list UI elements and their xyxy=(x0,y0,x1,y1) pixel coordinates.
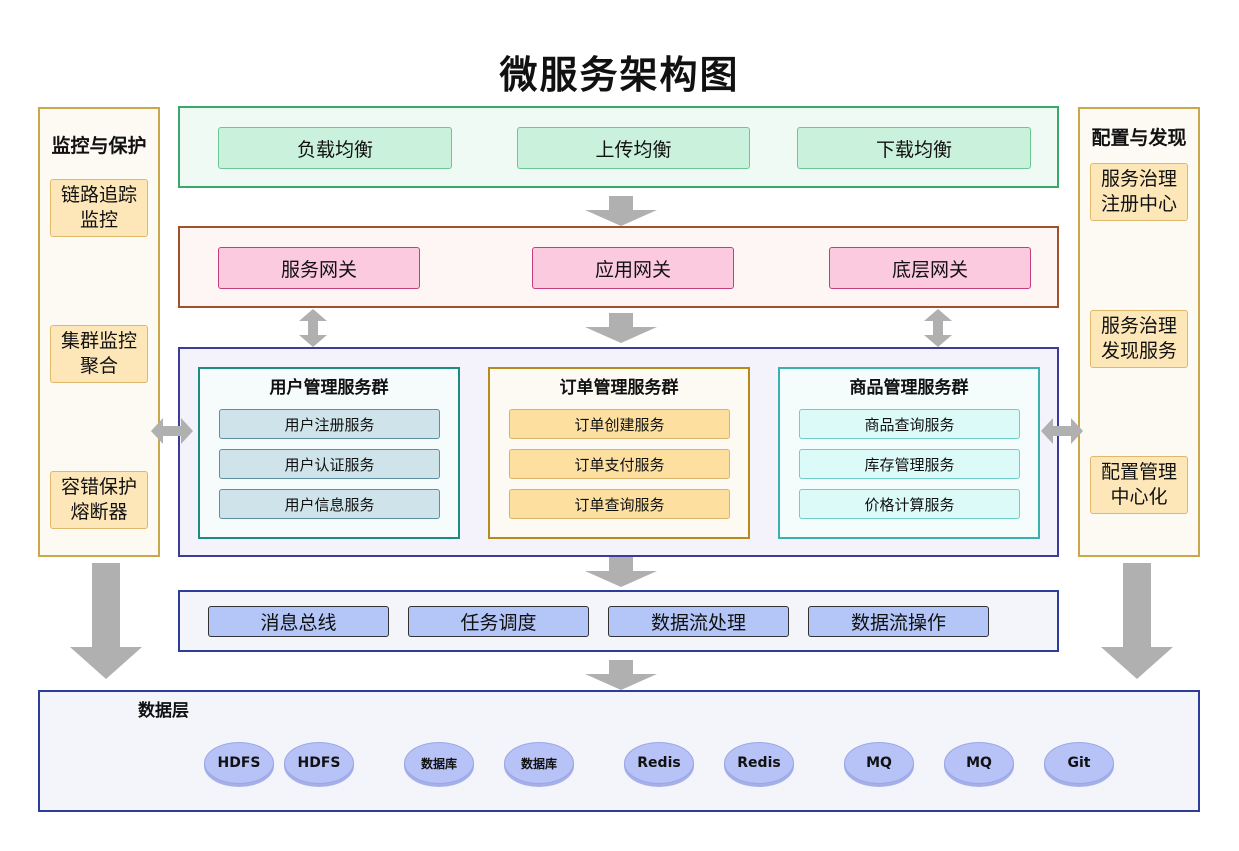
service-group-title: 商品管理服务群 xyxy=(849,378,969,398)
page-title: 微服务架构图 xyxy=(499,53,740,97)
double-arrow-horizontal-icon xyxy=(151,418,193,444)
monitor-item-label: 容错保护 熔断器 xyxy=(60,476,137,523)
service-item[interactable]: 用户注册服务 xyxy=(219,409,440,439)
message-item-stream-processing[interactable]: 数据流处理 xyxy=(608,606,789,637)
data-layer-heading: 数据层 xyxy=(138,701,189,721)
double-arrow-vertical-icon xyxy=(924,309,952,347)
data-layer: 数据层 HDFS HDFS 数据库 数据库 Redis Redis MQ MQ … xyxy=(38,690,1200,812)
config-panel: 配置与发现 服务治理 注册中心 服务治理 发现服务 配置管理 中心化 xyxy=(1078,107,1200,557)
data-item-hdfs[interactable]: HDFS xyxy=(284,742,354,784)
double-arrow-horizontal-icon xyxy=(1041,418,1083,444)
data-item-mq[interactable]: MQ xyxy=(944,742,1014,784)
config-panel-heading: 配置与发现 xyxy=(1091,127,1187,149)
gateway-layer: 服务网关 应用网关 底层网关 xyxy=(178,226,1059,308)
balance-item-upload[interactable]: 上传均衡 xyxy=(517,127,750,169)
monitor-item-fault-tolerance[interactable]: 容错保护 熔断器 xyxy=(50,471,148,529)
balance-layer: 负载均衡 上传均衡 下载均衡 xyxy=(178,106,1059,188)
monitor-item-tracing[interactable]: 链路追踪 监控 xyxy=(50,179,148,237)
down-arrow-icon xyxy=(585,313,657,343)
message-layer: 消息总线 任务调度 数据流处理 数据流操作 xyxy=(178,590,1059,652)
service-item[interactable]: 用户认证服务 xyxy=(219,449,440,479)
data-item-database[interactable]: 数据库 xyxy=(404,742,474,784)
big-down-arrow-icon xyxy=(1101,563,1173,679)
gateway-item-service[interactable]: 服务网关 xyxy=(218,247,420,289)
config-item-label: 配置管理 中心化 xyxy=(1100,461,1177,508)
data-item-redis[interactable]: Redis xyxy=(724,742,794,784)
down-arrow-icon xyxy=(585,196,657,226)
data-item-database[interactable]: 数据库 xyxy=(504,742,574,784)
data-item-hdfs[interactable]: HDFS xyxy=(204,742,274,784)
message-item-scheduling[interactable]: 任务调度 xyxy=(408,606,589,637)
service-item[interactable]: 价格计算服务 xyxy=(799,489,1020,519)
balance-item-load[interactable]: 负载均衡 xyxy=(218,127,452,169)
gateway-item-application[interactable]: 应用网关 xyxy=(532,247,734,289)
service-layer: 用户管理服务群 用户注册服务 用户认证服务 用户信息服务 订单管理服务群 订单创… xyxy=(178,347,1059,557)
big-down-arrow-icon xyxy=(70,563,142,679)
monitor-panel: 监控与保护 链路追踪 监控 集群监控 聚合 容错保护 熔断器 xyxy=(38,107,160,557)
service-item[interactable]: 订单支付服务 xyxy=(509,449,730,479)
service-item[interactable]: 用户信息服务 xyxy=(219,489,440,519)
service-group-order: 订单管理服务群 订单创建服务 订单支付服务 订单查询服务 xyxy=(488,367,750,539)
config-item-discovery[interactable]: 服务治理 发现服务 xyxy=(1090,310,1188,368)
message-item-bus[interactable]: 消息总线 xyxy=(208,606,389,637)
service-item[interactable]: 订单查询服务 xyxy=(509,489,730,519)
service-group-title: 用户管理服务群 xyxy=(269,378,389,398)
service-group-user: 用户管理服务群 用户注册服务 用户认证服务 用户信息服务 xyxy=(198,367,460,539)
gateway-item-base[interactable]: 底层网关 xyxy=(829,247,1031,289)
double-arrow-vertical-icon xyxy=(299,309,327,347)
service-group-title: 订单管理服务群 xyxy=(559,378,679,398)
down-arrow-icon xyxy=(585,557,657,587)
data-item-git[interactable]: Git xyxy=(1044,742,1114,784)
service-item[interactable]: 库存管理服务 xyxy=(799,449,1020,479)
monitor-item-cluster[interactable]: 集群监控 聚合 xyxy=(50,325,148,383)
config-item-registry[interactable]: 服务治理 注册中心 xyxy=(1090,163,1188,221)
data-item-mq[interactable]: MQ xyxy=(844,742,914,784)
data-item-redis[interactable]: Redis xyxy=(624,742,694,784)
monitor-panel-heading: 监控与保护 xyxy=(51,135,147,157)
service-item[interactable]: 商品查询服务 xyxy=(799,409,1020,439)
message-item-stream-operation[interactable]: 数据流操作 xyxy=(808,606,989,637)
service-item[interactable]: 订单创建服务 xyxy=(509,409,730,439)
config-item-label: 服务治理 发现服务 xyxy=(1100,315,1177,362)
balance-item-download[interactable]: 下载均衡 xyxy=(797,127,1031,169)
config-item-config-center[interactable]: 配置管理 中心化 xyxy=(1090,456,1188,514)
monitor-item-label: 集群监控 聚合 xyxy=(60,330,137,377)
service-group-product: 商品管理服务群 商品查询服务 库存管理服务 价格计算服务 xyxy=(778,367,1040,539)
down-arrow-icon xyxy=(585,660,657,690)
monitor-item-label: 链路追踪 监控 xyxy=(60,184,137,231)
config-item-label: 服务治理 注册中心 xyxy=(1100,168,1177,215)
